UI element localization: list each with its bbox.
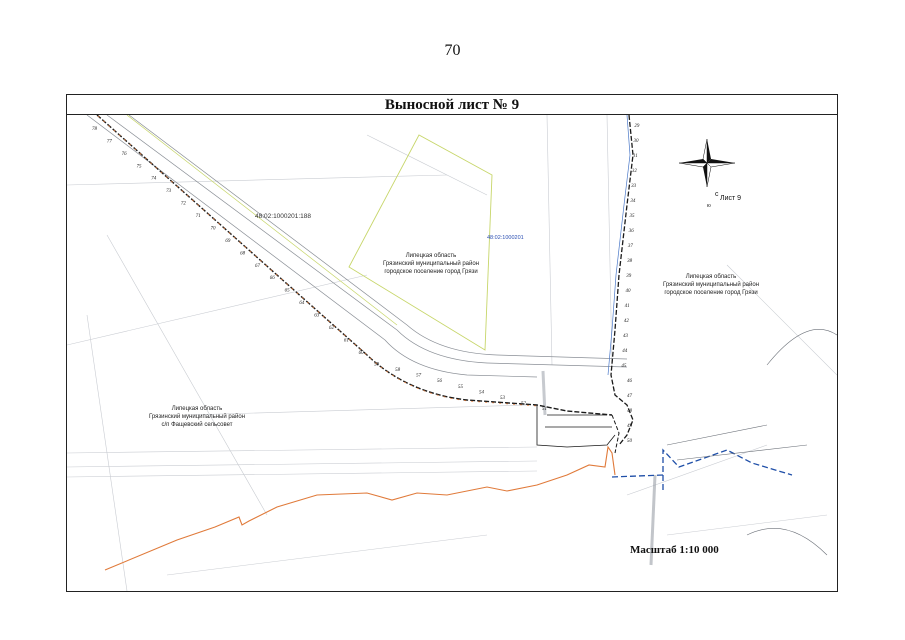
point-label: 62 bbox=[329, 326, 335, 331]
sheet-reference: Лист 9 bbox=[720, 195, 742, 202]
boundary-line-diagonal bbox=[96, 115, 613, 416]
point-label: 78 bbox=[92, 127, 98, 132]
point-label: 70 bbox=[211, 226, 217, 231]
junction-lines bbox=[536, 405, 616, 448]
point-label: 53 bbox=[500, 396, 506, 401]
point-label: 34 bbox=[630, 199, 636, 204]
point-label: 39 bbox=[626, 274, 632, 279]
point-label: 60 bbox=[359, 351, 365, 356]
point-label: 73 bbox=[166, 189, 172, 194]
region-center-line-3: городское поселение город Грязи bbox=[384, 269, 478, 275]
point-label: 69 bbox=[225, 239, 231, 244]
sheet-title: Выносной лист № 9 bbox=[67, 95, 837, 115]
point-label: 40 bbox=[625, 289, 631, 294]
region-center-line-1: Липецкая область bbox=[405, 253, 457, 259]
point-label: 65 bbox=[285, 289, 291, 294]
point-label: 68 bbox=[240, 251, 246, 256]
point-label: 42 bbox=[624, 319, 630, 324]
region-left-line-2: Грязинский муниципальный район bbox=[149, 414, 246, 420]
junction-dashed bbox=[611, 414, 620, 454]
region-right-line-3: городское поселение город Грязи bbox=[664, 290, 758, 296]
point-label: 48 bbox=[627, 409, 633, 414]
point-label: 75 bbox=[136, 164, 142, 169]
point-label: 59 bbox=[374, 363, 380, 368]
page-number: 70 bbox=[444, 42, 461, 59]
region-label-right: Липецкая область Грязинский муниципальны… bbox=[663, 273, 759, 297]
point-label: 56 bbox=[437, 379, 443, 384]
point-label: 45 bbox=[621, 364, 627, 369]
cadastral-number-block: 48:02:1000201 bbox=[487, 235, 524, 241]
point-label: 64 bbox=[299, 301, 305, 306]
point-label: 43 bbox=[623, 334, 629, 339]
point-label: 76 bbox=[122, 152, 128, 157]
point-labels-right: 29 30 31 32 33 34 35 36 37 38 39 40 41 42 43 44 45 46 47 48… bbox=[621, 124, 639, 444]
point-label: 57 bbox=[416, 374, 422, 379]
region-label-left: Липецкая область Грязинский муниципальны… bbox=[149, 405, 245, 429]
point-label: 30 bbox=[634, 139, 640, 144]
map-canvas[interactable]: 29 30 31 32 33 34 35 36 37 38 39 40 41 42 43 44 45 46 47 48… bbox=[67, 115, 837, 591]
point-label: 36 bbox=[629, 229, 635, 234]
point-label: 37 bbox=[628, 244, 634, 249]
region-center-line-2: Грязинский муниципальный район bbox=[383, 261, 480, 267]
green-parcel-outline bbox=[348, 134, 493, 351]
point-label: 47 bbox=[627, 394, 633, 399]
point-label: 74 bbox=[151, 177, 157, 182]
point-label: 41 bbox=[625, 304, 630, 309]
green-road-edge bbox=[126, 115, 398, 326]
point-label: 63 bbox=[314, 314, 320, 319]
point-label: 72 bbox=[181, 202, 187, 207]
map-sheet-frame: Выносной лист № 9 bbox=[66, 94, 838, 592]
scale-label: Масштаб 1:10 000 bbox=[630, 544, 719, 556]
gray-strip bbox=[541, 370, 547, 416]
point-label: 71 bbox=[196, 214, 201, 219]
point-label: 29 bbox=[634, 124, 640, 129]
gray-strip-lower bbox=[649, 474, 657, 566]
region-left-line-3: с/п Фащевский сельсовет bbox=[161, 422, 233, 428]
point-label: 50 bbox=[627, 439, 633, 444]
point-label: 31 bbox=[633, 154, 638, 159]
point-label: 49 bbox=[627, 424, 633, 429]
point-label: 46 bbox=[627, 379, 633, 384]
region-left-line-1: Липецкая область bbox=[171, 406, 223, 412]
cadastral-number-main: 48:02:1000201:188 bbox=[255, 213, 312, 220]
boundary-line-orange bbox=[104, 445, 616, 571]
region-right-line-1: Липецкая область bbox=[685, 274, 737, 280]
point-label: 52 bbox=[521, 401, 527, 406]
boundary-line-vertical bbox=[610, 115, 634, 446]
compass-rose-icon bbox=[678, 138, 736, 188]
point-labels-diagonal: 78 77 76 75 74 73 72 71 70 69 68 67 66 65 64 63 62 61 60 59… bbox=[92, 127, 547, 412]
point-label: 33 bbox=[631, 184, 637, 189]
point-label: 55 bbox=[458, 385, 464, 390]
point-label: 44 bbox=[622, 349, 628, 354]
point-label: 66 bbox=[270, 276, 276, 281]
compass-south-label: ю bbox=[707, 203, 711, 209]
region-right-line-2: Грязинский муниципальный район bbox=[663, 282, 760, 288]
region-label-center: Липецкая область Грязинский муниципальны… bbox=[383, 252, 479, 276]
point-label: 77 bbox=[107, 139, 113, 144]
road-lines bbox=[86, 115, 628, 378]
point-label: 35 bbox=[630, 214, 636, 219]
local-roads bbox=[666, 329, 837, 556]
point-label: 38 bbox=[627, 259, 633, 264]
background-lines bbox=[67, 115, 837, 591]
point-label: 32 bbox=[632, 169, 638, 174]
boundary-line-vertical-blue bbox=[607, 115, 631, 376]
compass-north-label: с bbox=[715, 191, 719, 198]
point-label: 58 bbox=[395, 368, 401, 373]
boundary-line-blue-dashed bbox=[611, 448, 793, 478]
point-label: 51 bbox=[542, 407, 547, 412]
point-label: 54 bbox=[479, 390, 485, 395]
point-label: 61 bbox=[344, 338, 349, 343]
point-label: 67 bbox=[255, 264, 260, 269]
